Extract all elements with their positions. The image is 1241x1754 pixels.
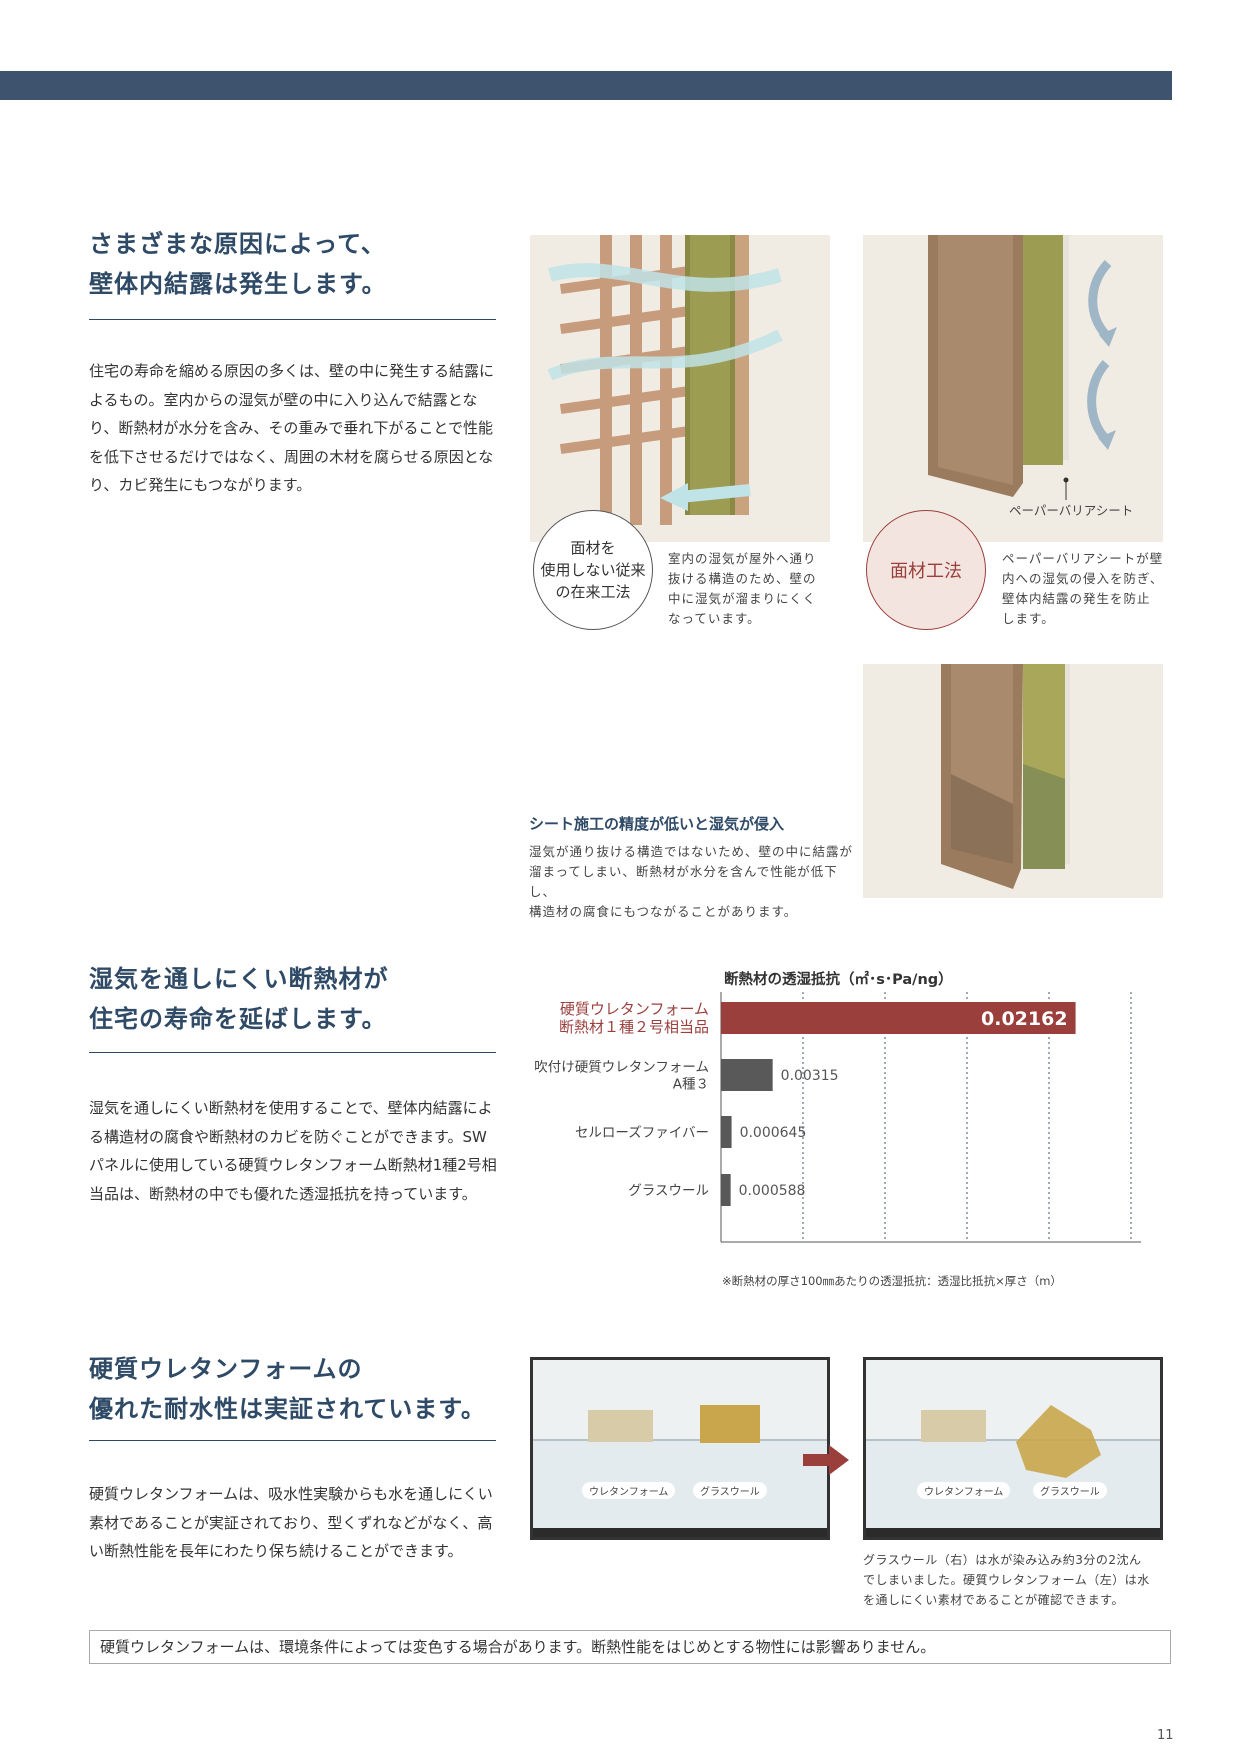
experiment-caption: グラスウール（右）は水が染み込み約3分の2沈ん でしまいました。硬質ウレタンフォ…: [863, 1550, 1173, 1610]
sheet-note-line3: 構造材の腐食にもつながることがあります。: [529, 904, 798, 919]
moisture-intrusion-illustration: [863, 664, 1163, 898]
section2-divider: [89, 1052, 496, 1053]
panel-caption-line1: ペーパーバリアシートが壁: [1002, 551, 1164, 566]
before-label-glasswool: グラスウール: [693, 1482, 767, 1499]
section1-body: 住宅の寿命を縮める原因の多くは、壁の中に発生する結露によるもの。室内からの湿気が…: [89, 362, 495, 494]
sheet-note-body: 湿気が通り抜ける構造ではないため、壁の中に結露が 溜まってしまい、断熱材が水分を…: [529, 842, 859, 922]
panel-method-badge: 面材工法: [866, 510, 986, 630]
header-bar: [0, 71, 1172, 100]
section3-heading: 硬質ウレタンフォームの 優れた耐水性は実証されています。: [89, 1349, 486, 1429]
traditional-method-caption: 室内の湿気が屋外へ通り 抜ける構造のため、壁の 中に湿気が溜まりにくく なってい…: [668, 549, 838, 629]
chart-tick-label: 0.015: [948, 1250, 987, 1252]
experiment-caption-line3: を通しにくい素材であることが確認できます。: [863, 1593, 1124, 1607]
chart-data-label: 0.00315: [781, 1068, 839, 1084]
chart-tick-label: 0.01: [870, 1250, 900, 1252]
sheet-note-line2: 溜まってしまい、断熱材が水分を含んで性能が低下し、: [529, 864, 838, 899]
traditional-caption-line2: 抜ける構造のため、壁の: [668, 571, 817, 586]
chart-data-label: 0.000588: [739, 1183, 806, 1199]
footer-note: 硬質ウレタンフォームは、環境条件によっては変色する場合があります。断熱性能をはじ…: [89, 1630, 1171, 1664]
experiment-before-photo: [530, 1357, 830, 1540]
after-label-glasswool: グラスウール: [1033, 1482, 1107, 1499]
page-number: 11: [1157, 1728, 1174, 1743]
section3-heading-line2: 優れた耐水性は実証されています。: [89, 1395, 486, 1423]
chart-category-label: グラスウール: [628, 1183, 709, 1199]
after-label-urethane: ウレタンフォーム: [917, 1482, 1011, 1499]
traditional-badge-line2: 使用しない従来: [540, 561, 646, 579]
section1-heading-line1: さまざまな原因によって、: [89, 230, 386, 258]
sheet-note-title: シート施工の精度が低いと湿気が侵入: [529, 815, 785, 833]
chart-bar: [721, 1059, 773, 1091]
chart-category-label: 吹付け硬質ウレタンフォーム: [534, 1060, 709, 1076]
chart-category-label: 硬質ウレタンフォーム: [560, 1000, 709, 1018]
section3-body: 硬質ウレタンフォームは、吸水性実験からも水を通しにくい素材であることが実証されて…: [89, 1485, 493, 1560]
chart-title: 断熱材の透湿抵抗（㎡･s･Pa/ng）: [724, 972, 953, 988]
section1-heading: さまざまな原因によって、 壁体内結露は発生します。: [89, 224, 387, 304]
before-label-urethane: ウレタンフォーム: [582, 1482, 676, 1499]
experiment-caption-line2: でしまいました。硬質ウレタンフォーム（左）は水: [863, 1573, 1150, 1587]
sheet-note-line1: 湿気が通り抜ける構造ではないため、壁の中に結露が: [529, 844, 854, 859]
chart-bar: [721, 1002, 1076, 1034]
panel-caption-line2: 内への湿気の侵入を防ぎ、: [1002, 571, 1164, 586]
section1-divider: [89, 319, 496, 320]
chart-bar: [721, 1174, 731, 1206]
chart-bar: [721, 1116, 732, 1148]
panel-wall-illustration: [863, 235, 1163, 542]
section1-heading-line2: 壁体内結露は発生します。: [89, 270, 387, 298]
traditional-wall-illustration: [530, 235, 830, 542]
experiment-caption-line1: グラスウール（右）は水が染み込み約3分の2沈ん: [863, 1553, 1142, 1567]
arrow-right-icon: [803, 1445, 849, 1475]
chart-category-label: 断熱材１種２号相当品: [559, 1018, 709, 1036]
experiment-after-photo: [863, 1357, 1163, 1540]
panel-caption-line4: します。: [1002, 611, 1055, 626]
chart-category-label: セルローズファイバー: [575, 1125, 709, 1141]
chart-data-label: 0.02162: [981, 1008, 1068, 1030]
chart-tick-label: 0.02: [1034, 1250, 1064, 1252]
traditional-badge-line1: 面材を: [570, 539, 616, 557]
traditional-caption-line3: 中に湿気が溜まりにくく: [668, 591, 817, 606]
panel-method-caption: ペーパーバリアシートが壁 内への湿気の侵入を防ぎ、 壁体内結露の発生を防止 しま…: [1002, 549, 1177, 629]
paper-barrier-label: ペーパーバリアシート: [1009, 503, 1134, 518]
section2-body: 湿気を通しにくい断熱材を使用することで、壁体内結露による構造材の腐食や断熱材のカ…: [89, 1099, 497, 1203]
chart-svg: 0 0.005 0.01 0.015 0.02 0.025 0.02162 硬質ウレタンフォー…: [534, 992, 1151, 1266]
traditional-caption-line4: なっています。: [668, 611, 761, 626]
section2-heading: 湿気を通しにくい断熱材が 住宅の寿命を延ばします。: [89, 959, 389, 1039]
panel-badge-text: 面材工法: [890, 561, 962, 582]
chart-data-label: 0.000645: [740, 1125, 807, 1141]
panel-caption-line3: 壁体内結露の発生を防止: [1002, 591, 1151, 606]
chart-tick-label: 0: [717, 1250, 726, 1252]
chart-note: ※断熱材の厚さ100㎜あたりの透湿抵抗：透湿比抵抗×厚さ（m）: [722, 1274, 1062, 1288]
chart-category-label: A種３: [673, 1077, 709, 1093]
section2-heading-line1: 湿気を通しにくい断熱材が: [89, 965, 389, 993]
permeance-chart: 0 0.005 0.01 0.015 0.02 0.025 0.02162 硬質ウレタンフォー…: [520, 992, 1180, 1266]
traditional-method-badge: 面材を 使用しない従来 の在来工法: [533, 510, 653, 630]
section3-divider: [89, 1440, 496, 1441]
traditional-badge-line3: の在来工法: [555, 583, 631, 601]
chart-tick-label: 0.025: [1112, 1250, 1151, 1252]
chart-tick-label: 0.005: [784, 1250, 823, 1252]
section2-heading-line2: 住宅の寿命を延ばします。: [89, 1005, 387, 1033]
traditional-caption-line1: 室内の湿気が屋外へ通り: [668, 551, 817, 566]
section3-heading-line1: 硬質ウレタンフォームの: [89, 1355, 363, 1383]
